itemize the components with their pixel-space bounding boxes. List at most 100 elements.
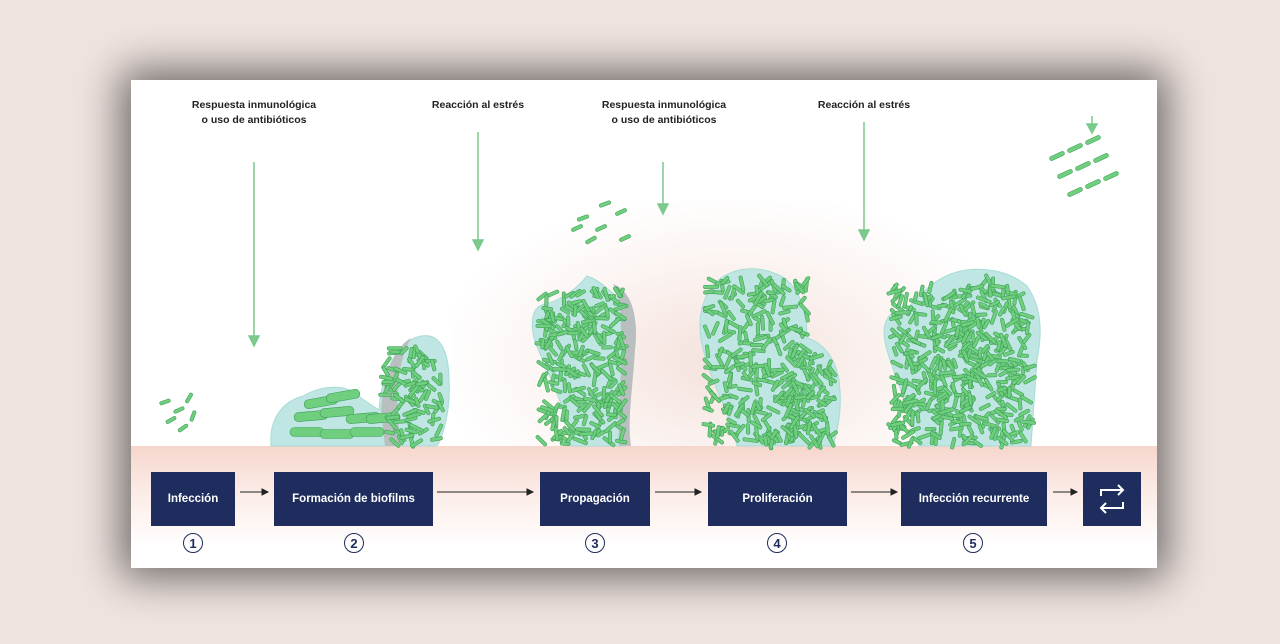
- bacterium: [938, 370, 955, 376]
- bacterium: [608, 379, 618, 389]
- bacterium: [701, 422, 716, 428]
- bacterium: [890, 420, 906, 428]
- bacterium: [569, 397, 581, 408]
- bacterium: [402, 407, 418, 417]
- bacterium: [902, 291, 909, 309]
- bacterium: [718, 332, 733, 343]
- bacterium: [890, 406, 905, 412]
- bacterium: [920, 362, 931, 373]
- bacterium: [535, 435, 547, 447]
- label-stress-reaction-1: Reacción al estrés: [431, 99, 525, 111]
- bacterium: [594, 315, 610, 321]
- bacterium: [737, 386, 753, 393]
- bacterium: [589, 362, 602, 375]
- bacterium: [972, 368, 987, 379]
- bacterium: [918, 350, 932, 361]
- bacterium: [546, 352, 555, 366]
- bacterium: [769, 429, 779, 440]
- bacterium: [951, 358, 958, 369]
- bacterium: [579, 326, 590, 339]
- bacterium: [1022, 332, 1032, 344]
- bacterium: [577, 344, 585, 358]
- bacterium: [938, 420, 944, 437]
- bacterium: [785, 355, 798, 368]
- bacterium: [556, 362, 567, 369]
- bacterium: [903, 408, 914, 422]
- bacterium: [1006, 367, 1021, 373]
- bacterium: [970, 303, 977, 316]
- bacterium: [975, 316, 981, 329]
- bacterium: [536, 359, 550, 371]
- bacterium: [615, 418, 626, 426]
- bacterium: [811, 372, 824, 386]
- bacterium: [602, 287, 610, 302]
- bacterium: [816, 385, 826, 396]
- bacterium: [601, 345, 613, 350]
- bacterium: [783, 340, 795, 351]
- arrow-down-icon: [1085, 123, 1099, 135]
- bacterium: [319, 429, 355, 439]
- bacterium: [566, 382, 572, 394]
- bacterium: [905, 354, 915, 371]
- bacterium: [553, 426, 560, 442]
- bacterium: [930, 320, 943, 325]
- bacterium: [823, 395, 837, 402]
- bacterium: [1013, 415, 1025, 423]
- bacterium: [975, 374, 985, 387]
- bacterium: [763, 362, 772, 377]
- bacterium: [1024, 321, 1030, 336]
- arrow-down-icon: [857, 229, 871, 242]
- bacterium: [958, 287, 972, 294]
- bacterium: [722, 401, 731, 415]
- bacterium: [769, 367, 785, 373]
- bacterium: [189, 410, 197, 422]
- bacterium: [986, 373, 998, 378]
- bacterium: [407, 357, 417, 369]
- bacterium: [544, 294, 549, 308]
- bacterium: [974, 414, 989, 422]
- bacterium: [987, 358, 998, 367]
- bacterium: [927, 281, 934, 294]
- bacterium: [809, 394, 821, 401]
- bacterium: [1019, 395, 1033, 405]
- bacterium: [1007, 386, 1012, 399]
- bacteria-cluster: [159, 135, 1119, 451]
- bacterium: [760, 336, 773, 351]
- bacterium: [966, 425, 975, 436]
- bacterium: [950, 381, 957, 393]
- bacterium: [751, 380, 763, 388]
- bacterium: [381, 366, 390, 377]
- bacterium: [792, 396, 800, 412]
- bacterium: [707, 378, 720, 386]
- bacterium: [173, 406, 185, 414]
- bacterium: [551, 367, 569, 372]
- bacterium: [399, 433, 415, 440]
- bacterium: [1007, 356, 1021, 363]
- bacterium: [941, 359, 948, 371]
- bacterium: [978, 301, 990, 309]
- bacterium: [922, 325, 931, 339]
- bacterium: [607, 430, 612, 444]
- bacterium: [619, 234, 631, 242]
- step-number-5: 5: [963, 533, 983, 553]
- bacterium: [886, 288, 902, 296]
- bacterium: [770, 379, 780, 392]
- arrow-right-icon: [526, 488, 535, 496]
- bacterium: [997, 306, 1006, 317]
- bacterium: [702, 357, 713, 368]
- bacterium: [393, 392, 405, 404]
- bacterium: [930, 333, 944, 341]
- bacterium: [592, 404, 604, 418]
- bacterium: [734, 403, 745, 418]
- bacterium: [404, 427, 418, 435]
- bacterium: [1023, 375, 1037, 385]
- bacterium: [902, 398, 919, 406]
- bacterium: [1017, 295, 1026, 312]
- bacterium: [755, 322, 761, 336]
- bacterium: [827, 365, 838, 378]
- bacterium: [801, 276, 811, 287]
- bacterium: [765, 311, 775, 326]
- bacterium: [1005, 374, 1021, 381]
- bacterium: [617, 383, 626, 397]
